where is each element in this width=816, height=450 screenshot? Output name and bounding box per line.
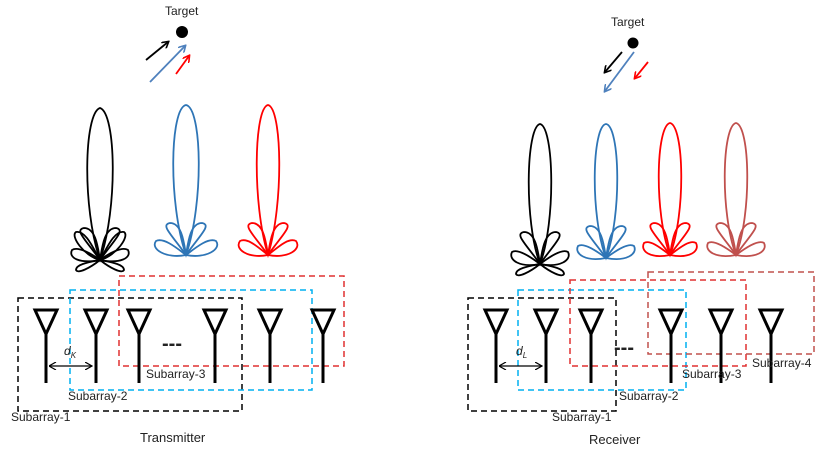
tx-subarray-2-label: Subarray-2 [68, 389, 128, 403]
transmitter-panel: Target [11, 4, 345, 445]
tx-antenna-5 [257, 308, 283, 385]
rx-caption: Receiver [589, 432, 641, 447]
rx-antenna-1 [483, 308, 509, 385]
tx-target-label: Target [165, 4, 199, 18]
rx-subarray-4-label: Subarray-4 [752, 356, 812, 370]
rx-beam-pattern-blue [576, 123, 636, 261]
tx-antenna-1 [33, 308, 59, 385]
rx-antenna-4 [658, 308, 684, 385]
tx-subarray-3-label: Subarray-3 [146, 367, 206, 381]
rx-subarray-2-label: Subarray-2 [619, 389, 679, 403]
rx-spacing-label: dL [516, 344, 527, 360]
tx-beam-pattern-blue [153, 104, 219, 258]
tx-black-arrow [145, 42, 168, 61]
rx-red-arrow [635, 61, 649, 78]
rx-antenna-3 [578, 308, 604, 385]
rx-ellipsis: --- [614, 337, 634, 359]
rx-subarray-1-box [467, 297, 617, 412]
tx-beam-pattern-black [70, 107, 130, 273]
rx-subarray-1-label: Subarray-1 [552, 410, 612, 424]
tx-red-arrow [175, 56, 189, 75]
rx-antenna-2 [533, 308, 559, 385]
tx-target-dot [176, 26, 188, 38]
tx-ellipsis: --- [162, 333, 182, 355]
tx-antenna-4 [202, 308, 228, 385]
tx-beam-pattern-red [237, 104, 299, 259]
tx-subarray-1-box [17, 297, 243, 412]
tx-subarray-2-box [69, 289, 313, 391]
tx-blue-arrow [149, 46, 185, 83]
tx-subarray-3-box [118, 275, 345, 367]
rx-beam-pattern-black [510, 123, 570, 277]
rx-subarray-2-box [517, 289, 687, 391]
rx-blue-arrow [605, 51, 635, 91]
rx-subarray-3-box [569, 279, 747, 367]
tx-antenna-6 [310, 308, 336, 385]
tx-spacing-label: dK [64, 344, 77, 360]
rx-beam-pattern-brown [706, 122, 766, 258]
rx-subarray-3-label: Subarray-3 [682, 367, 742, 381]
receiver-panel: Target [467, 15, 815, 447]
rx-target-label: Target [611, 15, 645, 29]
rx-beam-pattern-red [642, 122, 698, 258]
rx-target-dot [627, 37, 639, 49]
rx-antenna-6 [758, 308, 784, 385]
rx-subarray-4-box [647, 271, 815, 355]
tx-caption: Transmitter [140, 430, 206, 445]
tx-subarray-1-label: Subarray-1 [11, 410, 71, 424]
tx-antenna-2 [83, 308, 109, 385]
rx-black-arrow [605, 51, 623, 72]
